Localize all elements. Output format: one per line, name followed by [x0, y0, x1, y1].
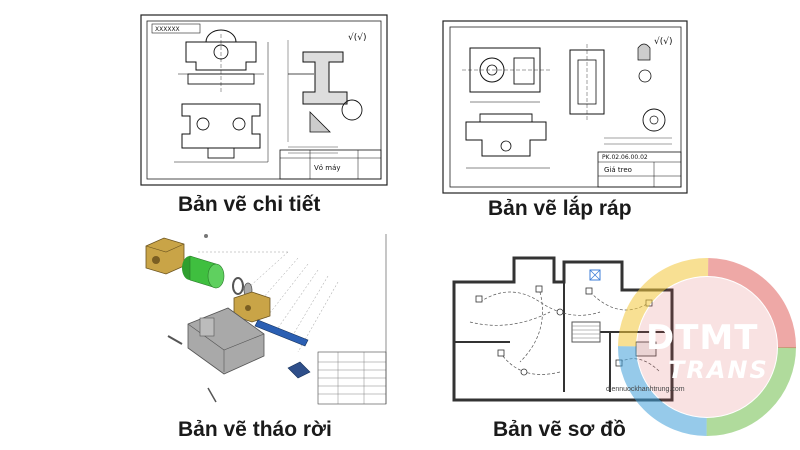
detail-drawing-image: XXXXXX √(√) Vỏ máy — [140, 14, 388, 186]
schematic-drawing-image — [440, 232, 688, 408]
detail-drawing-caption: Bản vẽ chi tiết — [178, 193, 321, 216]
assembly-drawing-image: √(√) PK.02.06.00.02 Giá treo — [442, 20, 688, 194]
exploded-drawing-caption: Bản vẽ tháo rời — [178, 418, 332, 441]
logo-sub-text: TRANS — [668, 356, 769, 384]
detail-title-text: Vỏ máy — [314, 164, 341, 172]
schematic-drawing-panel — [440, 232, 688, 408]
schematic-watermark: diennuockhanhtrung.com — [606, 386, 685, 393]
svg-text:√(√): √(√) — [348, 32, 367, 43]
dtmt-trans-logo: DTMT TRANS — [612, 252, 800, 442]
logo-main-text: DTMT — [646, 318, 759, 358]
exploded-drawing-image — [138, 228, 390, 408]
schematic-drawing-caption: Bản vẽ sơ đồ — [493, 418, 626, 441]
detail-drawing-panel: XXXXXX √(√) Vỏ máy — [138, 12, 390, 188]
svg-text:√(√): √(√) — [654, 36, 673, 47]
logo-ring-graphic — [618, 258, 796, 436]
assembly-title-text: Giá treo — [604, 166, 632, 174]
assembly-drawing-panel: √(√) PK.02.06.00.02 Giá treo — [440, 18, 690, 196]
assembly-drawing-caption: Bản vẽ lắp ráp — [488, 197, 632, 220]
detail-stamp-text: XXXXXX — [155, 26, 180, 33]
assembly-code-text: PK.02.06.00.02 — [602, 154, 648, 161]
exploded-drawing-panel — [138, 228, 390, 408]
